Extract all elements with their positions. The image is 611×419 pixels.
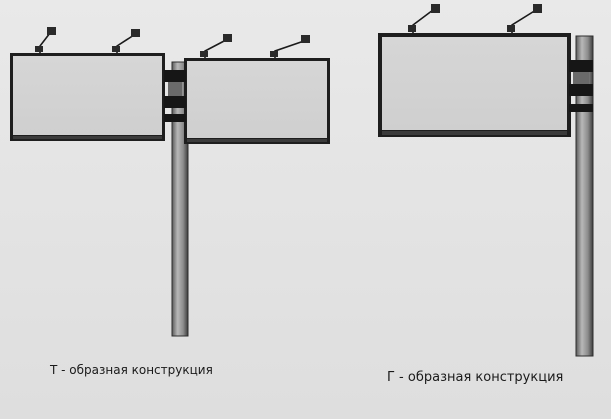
t-left-billboard bbox=[10, 53, 165, 141]
t-right-billboard bbox=[184, 58, 330, 144]
t-left-lamp-2 bbox=[112, 29, 140, 53]
g-lamp-1 bbox=[408, 4, 440, 33]
t-mount-clamps bbox=[164, 70, 186, 122]
g-structure-caption: Г - образная конструкция bbox=[387, 370, 564, 385]
t-right-lamp-2 bbox=[270, 35, 310, 58]
t-left-lamp-1 bbox=[35, 27, 56, 53]
t-structure-caption: Т - образная конструкция bbox=[50, 363, 213, 377]
t-right-lamp-1 bbox=[200, 34, 232, 58]
g-mount-clamps bbox=[569, 60, 593, 112]
g-structure bbox=[378, 4, 594, 357]
g-pole bbox=[575, 35, 594, 357]
t-structure bbox=[10, 27, 330, 337]
g-billboard bbox=[378, 33, 571, 137]
g-lamp-2 bbox=[507, 4, 542, 33]
